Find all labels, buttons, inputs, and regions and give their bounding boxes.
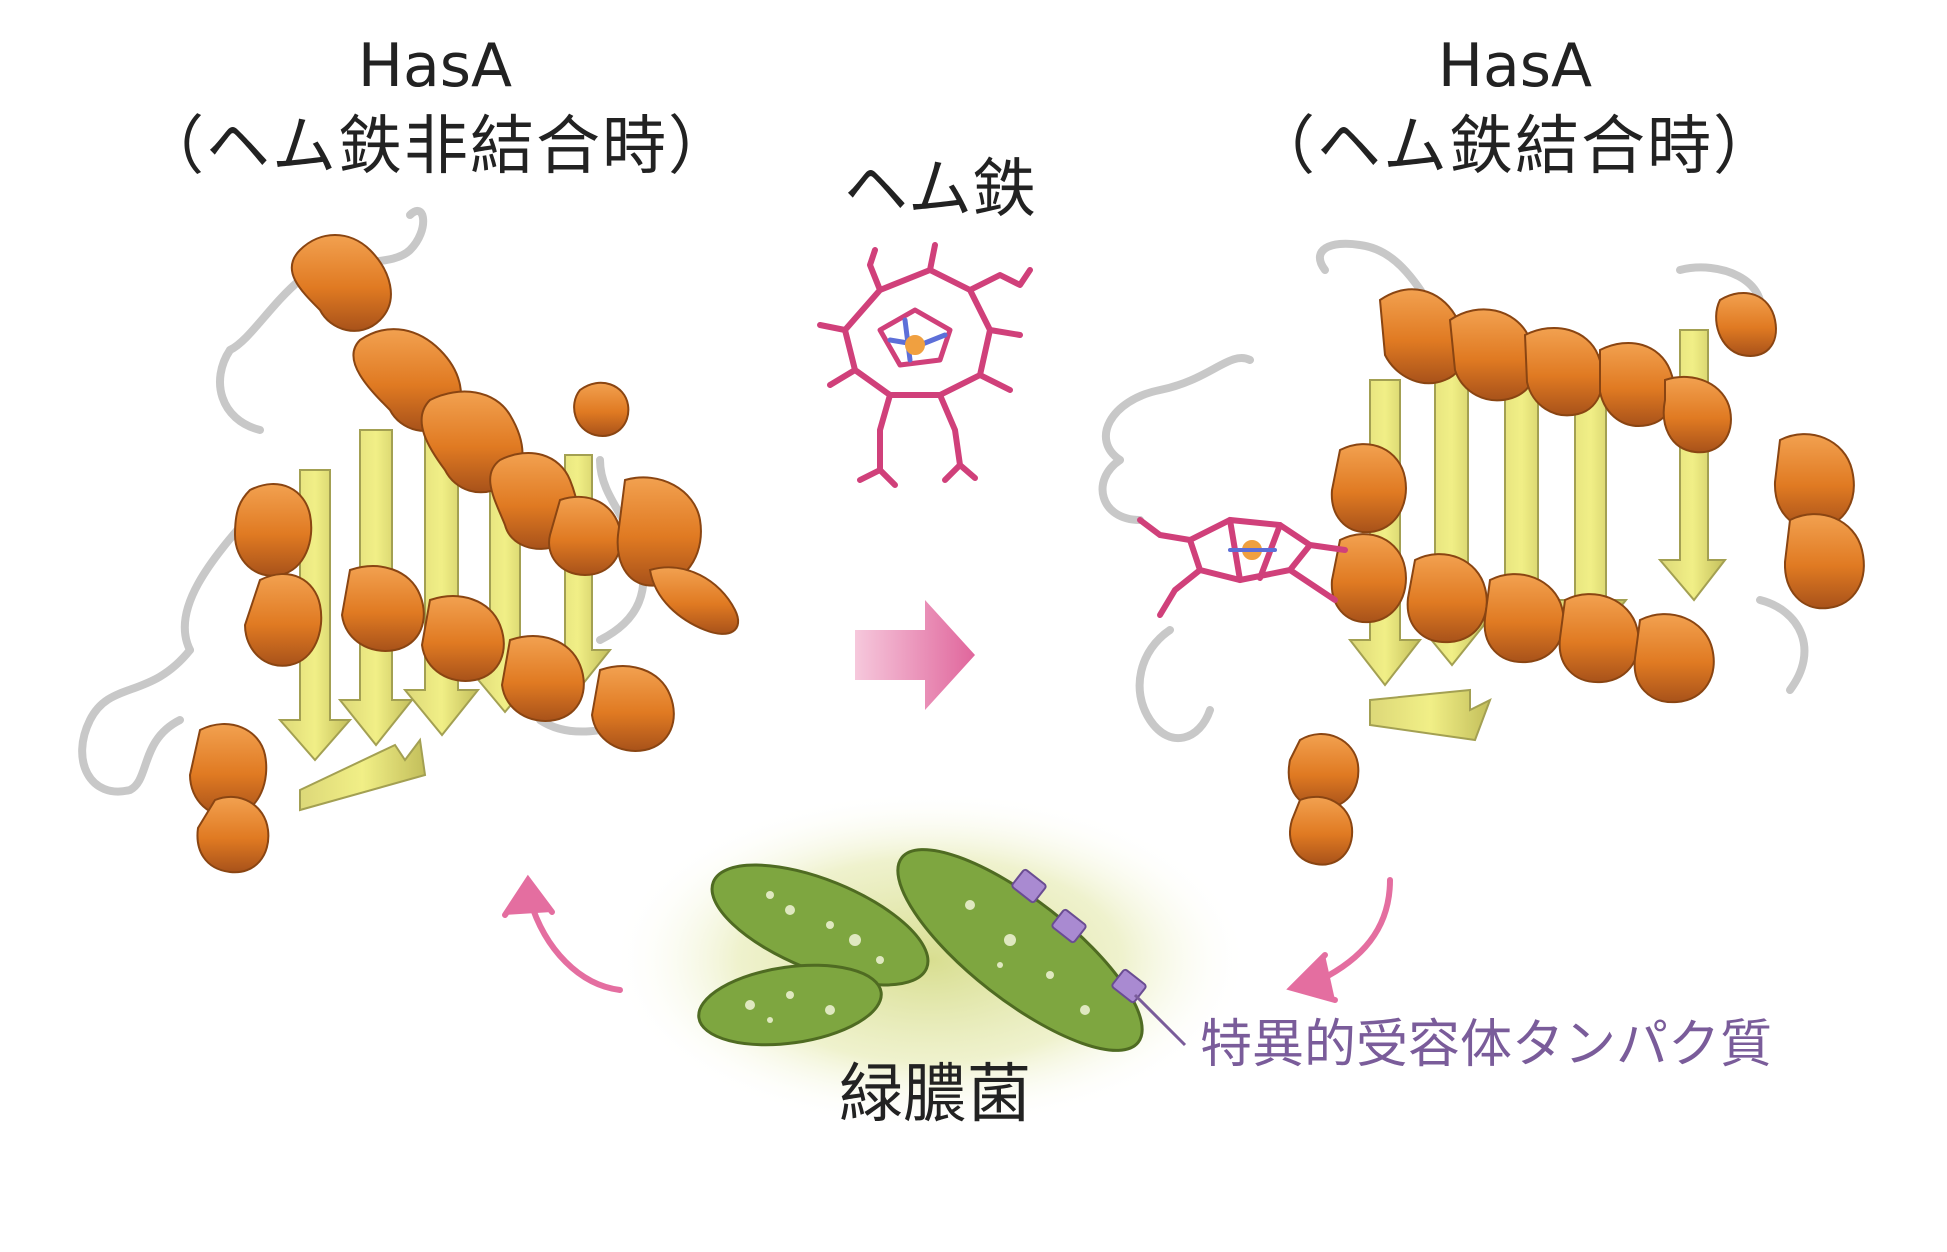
cycle-arrow-right bbox=[1286, 877, 1393, 1003]
receptor-label: 特異的受容体タンパク質 bbox=[1200, 1015, 1773, 1075]
heme-label: ヘム鉄 bbox=[844, 153, 1036, 227]
title-apo: HasA （ヘム鉄非結合時） bbox=[140, 28, 734, 190]
transition-arrow bbox=[855, 600, 975, 710]
cycle-arrow-left bbox=[502, 874, 623, 993]
bacteria-label: 緑膿菌 bbox=[839, 1058, 1031, 1132]
bacterium bbox=[697, 963, 883, 1047]
bacteria-group bbox=[610, 790, 1250, 1130]
title-holo: HasA （ヘム鉄結合時） bbox=[1195, 28, 1835, 190]
bound-heme bbox=[1137, 516, 1348, 618]
alpha-helix bbox=[188, 234, 740, 874]
title-holo-state: （ヘム鉄結合時） bbox=[1251, 110, 1779, 184]
protein-apo bbox=[78, 207, 740, 874]
title-apo-name: HasA bbox=[357, 31, 513, 101]
receptor-pointer bbox=[1133, 993, 1187, 1047]
title-holo-name: HasA bbox=[1437, 31, 1593, 101]
heme-molecule bbox=[817, 242, 1033, 488]
receptor-marks bbox=[1011, 868, 1147, 1004]
alpha-helix bbox=[1287, 288, 1865, 866]
protein-holo bbox=[1098, 239, 1865, 866]
bacterium bbox=[896, 848, 1144, 1052]
title-apo-state: （ヘム鉄非結合時） bbox=[140, 110, 734, 184]
